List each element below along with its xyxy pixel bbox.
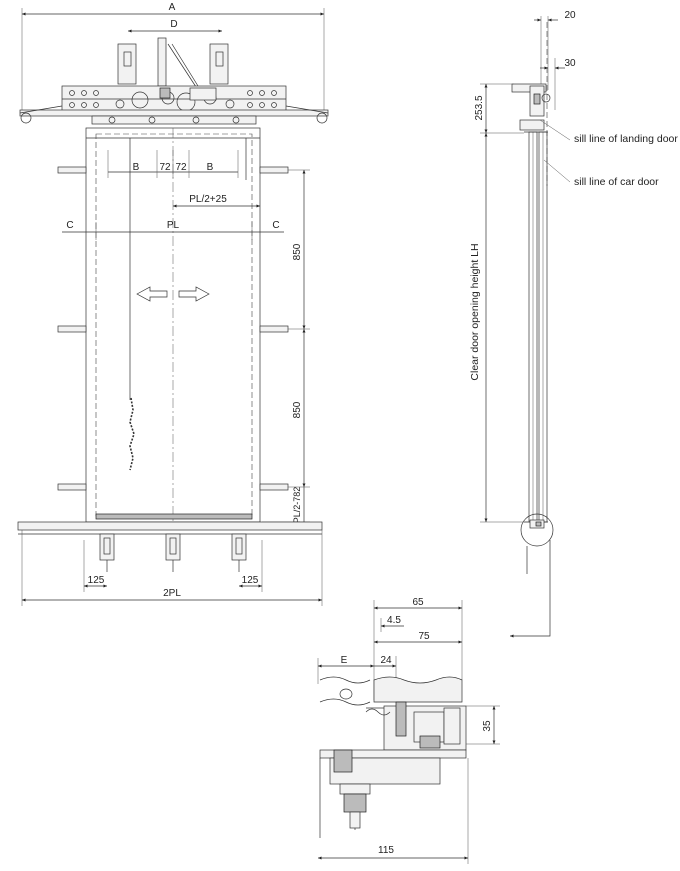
door-chain <box>129 397 135 471</box>
dim-pl2-25-label: PL/2+25 <box>189 194 227 205</box>
dim-pl2-782-label: PL/2-782 <box>292 487 302 524</box>
dim-253-5-label: 253.5 <box>474 95 485 120</box>
dim-e-label: E <box>341 655 348 666</box>
right-hanger-slot <box>215 51 224 67</box>
dim-30-label: 30 <box>564 58 576 69</box>
dim-b-left-label: B <box>133 162 140 173</box>
landing-sill-label: sill line of landing door <box>574 133 678 145</box>
dim-20-label: 20 <box>564 10 576 21</box>
detail-view: 65 4.5 75 E 24 35 <box>317 597 500 864</box>
dim-72-right-label: 72 <box>175 162 187 173</box>
dim-115-label: 115 <box>378 845 394 856</box>
dim-vertical-right: 850 850 PL/2-782 <box>262 169 310 524</box>
clear-height-label: Clear door opening height LH <box>469 243 481 380</box>
sill-brackets <box>99 533 247 572</box>
dim-35-label: 35 <box>482 720 493 732</box>
dim-72-left-label: 72 <box>159 162 171 173</box>
dim-125-left-label: 125 <box>88 575 105 586</box>
dim-c-left-label: C <box>66 220 73 231</box>
car-sill <box>17 521 323 531</box>
opening-direction-arrows <box>136 286 210 302</box>
front-view: A D <box>17 2 329 606</box>
dim-850-top-label: 850 <box>292 243 303 260</box>
dim-850-bottom-label: 850 <box>292 401 303 418</box>
detail-door-panel <box>373 676 463 703</box>
detail-callout-circle <box>520 513 554 547</box>
door-hanger-strip <box>91 115 257 125</box>
dim-d: D <box>128 19 222 33</box>
dim-a: A <box>21 2 325 110</box>
dim-125: 125 125 <box>83 540 263 592</box>
left-hanger-slot <box>123 51 132 67</box>
dim-pl2-25: PL/2+25 <box>173 194 260 208</box>
detail-leader <box>509 540 551 638</box>
dim-c-pl-c: C PL C <box>62 220 284 240</box>
dim-2pl-label: 2PL <box>163 588 181 599</box>
dim-2pl: 2PL <box>21 530 323 606</box>
car-sill-label: sill line of car door <box>574 176 659 188</box>
dim-d-label: D <box>170 19 177 30</box>
dim-4-5-label: 4.5 <box>387 615 401 626</box>
dim-65-label: 65 <box>412 597 424 608</box>
dim-75-label: 75 <box>418 631 430 642</box>
dim-c-right-label: C <box>272 220 279 231</box>
clear-opening-outline <box>95 133 253 517</box>
dim-a-label: A <box>169 2 176 13</box>
dim-24-label: 24 <box>380 655 392 666</box>
door-panel-bottom <box>95 513 253 520</box>
dim-pl-label: PL <box>167 220 180 231</box>
detail-sill-profile <box>365 701 467 751</box>
side-view: 20 30 253.5 sill line of landing door si… <box>469 10 678 638</box>
dim-b-row: B 72 72 B <box>107 150 239 178</box>
center-rod <box>157 37 167 87</box>
door-track-bar <box>19 109 329 117</box>
dim-125-right-label: 125 <box>242 575 259 586</box>
door-operator-mechanism <box>115 87 235 112</box>
dim-b-right-label: B <box>207 162 214 173</box>
header-holes <box>69 90 277 108</box>
